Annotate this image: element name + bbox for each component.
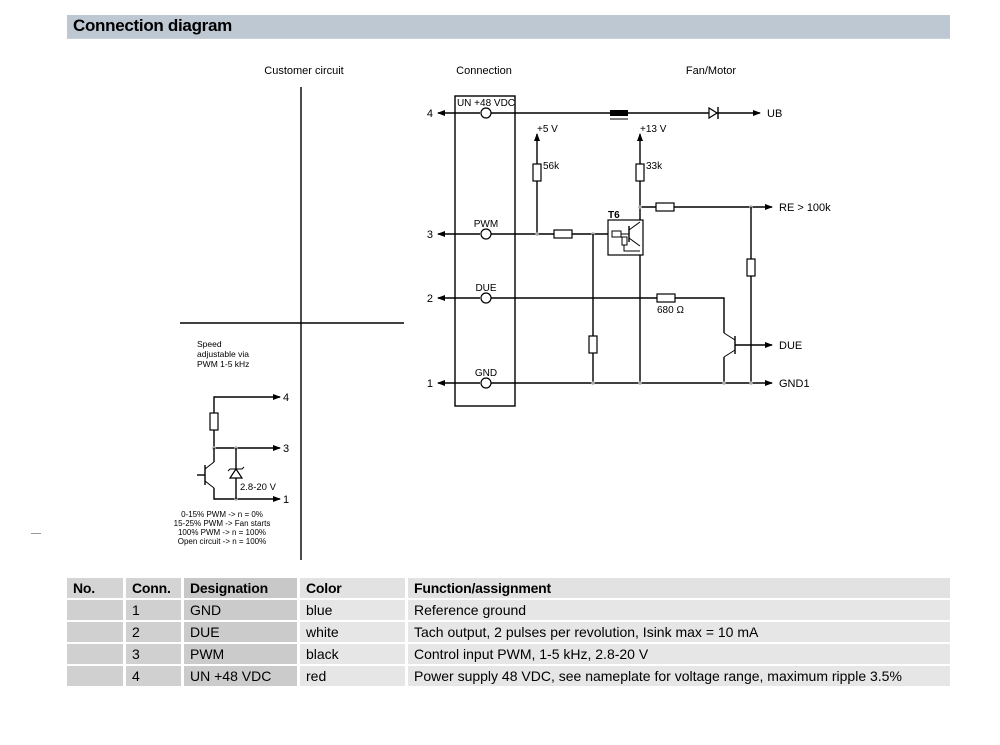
cell-designation: PWM bbox=[181, 644, 297, 664]
pin-2-name: DUE bbox=[475, 283, 496, 294]
cell-function: Reference ground bbox=[405, 600, 950, 620]
cell-conn: 1 bbox=[123, 600, 181, 620]
table-row: 1 GND blue Reference ground bbox=[67, 600, 950, 620]
table-row: 3 PWM black Control input PWM, 1-5 kHz, … bbox=[67, 644, 950, 664]
resistor-pwm-series bbox=[553, 229, 573, 239]
cell-color: red bbox=[297, 666, 405, 686]
stray-mark bbox=[31, 533, 41, 534]
cell-no bbox=[67, 666, 123, 686]
pwm-note-3: 100% PWM -> n = 100% bbox=[178, 528, 266, 537]
cell-designation: GND bbox=[181, 600, 297, 620]
pin-3-number: 3 bbox=[427, 229, 433, 241]
table-row: 4 UN +48 VDC red Power supply 48 VDC, se… bbox=[67, 666, 950, 686]
label-plus5v: +5 V bbox=[537, 124, 558, 135]
header-no: No. bbox=[67, 578, 123, 598]
output-ub: UB bbox=[767, 108, 782, 120]
pwm-note-1: 0-15% PWM -> n = 0% bbox=[181, 510, 263, 519]
resistor-re-pulldown bbox=[746, 258, 756, 277]
transistor-due-icon bbox=[723, 332, 736, 383]
cell-conn: 2 bbox=[123, 622, 181, 642]
label-t6: T6 bbox=[608, 210, 620, 221]
header-conn: Conn. bbox=[123, 578, 181, 598]
cell-no bbox=[67, 600, 123, 620]
label-plus13v: +13 V bbox=[640, 124, 667, 135]
cell-color: white bbox=[297, 622, 405, 642]
output-due: DUE bbox=[779, 340, 802, 352]
section-title-bar: Connection diagram bbox=[67, 15, 950, 39]
cell-designation: UN +48 VDC bbox=[181, 666, 297, 686]
pwm-note-2: 15-25% PWM -> Fan starts bbox=[174, 519, 271, 528]
zener-diode-icon bbox=[227, 466, 245, 479]
speed-note-line-3: PWM 1-5 kHz bbox=[197, 359, 249, 369]
label-customer-circuit: Customer circuit bbox=[264, 65, 343, 77]
connector-box bbox=[454, 95, 516, 407]
pin-1-number: 1 bbox=[427, 378, 433, 390]
label-33k: 33k bbox=[646, 161, 663, 172]
table-header-row: No. Conn. Designation Color Function/ass… bbox=[67, 578, 950, 598]
cell-function: Control input PWM, 1-5 kHz, 2.8-20 V bbox=[405, 644, 950, 664]
cell-no bbox=[67, 622, 123, 642]
cell-no bbox=[67, 644, 123, 664]
section-title: Connection diagram bbox=[73, 16, 232, 35]
label-fan-motor: Fan/Motor bbox=[686, 65, 736, 77]
resistor-680 bbox=[656, 293, 676, 303]
customer-pin-3: 3 bbox=[283, 443, 289, 455]
label-56k: 56k bbox=[543, 161, 560, 172]
resistor-56k bbox=[532, 163, 542, 182]
pin-3-name: PWM bbox=[474, 219, 498, 230]
resistor-pwm-pulldown bbox=[588, 335, 598, 354]
label-680: 680 Ω bbox=[657, 305, 684, 316]
pwm-note-4: Open circuit -> n = 100% bbox=[178, 537, 267, 546]
header-designation: Designation bbox=[181, 578, 297, 598]
cell-function: Tach output, 2 pulses per revolution, Is… bbox=[405, 622, 950, 642]
header-function: Function/assignment bbox=[405, 578, 950, 598]
cell-color: blue bbox=[297, 600, 405, 620]
cell-designation: DUE bbox=[181, 622, 297, 642]
output-gnd1: GND1 bbox=[779, 378, 810, 390]
pin-4-number: 4 bbox=[427, 108, 433, 120]
cell-function: Power supply 48 VDC, see nameplate for v… bbox=[405, 666, 950, 686]
customer-pin-1: 1 bbox=[283, 494, 289, 506]
cell-conn: 4 bbox=[123, 666, 181, 686]
pin-1-terminal bbox=[480, 377, 492, 389]
pin-assignment-table: No. Conn. Designation Color Function/ass… bbox=[67, 576, 950, 688]
resistor-33k bbox=[635, 163, 645, 182]
pin-4-name: UN +48 VDC bbox=[457, 98, 515, 109]
label-connection: Connection bbox=[456, 65, 512, 77]
connection-diagram: Customer circuit Connection Fan/Motor 4 … bbox=[174, 65, 831, 560]
resistor-re bbox=[655, 202, 675, 212]
cell-conn: 3 bbox=[123, 644, 181, 664]
customer-circuit bbox=[197, 394, 281, 502]
pin-4-terminal bbox=[480, 107, 492, 119]
speed-note-line-1: Speed bbox=[197, 339, 222, 349]
pin-3-terminal bbox=[480, 228, 492, 240]
pin-2-number: 2 bbox=[427, 293, 433, 305]
table-row: 2 DUE white Tach output, 2 pulses per re… bbox=[67, 622, 950, 642]
customer-pin-4: 4 bbox=[283, 392, 289, 404]
output-re: RE > 100k bbox=[779, 202, 831, 214]
speed-note-line-2: adjustable via bbox=[197, 349, 249, 359]
transistor-t6-icon bbox=[607, 219, 644, 256]
header-color: Color bbox=[297, 578, 405, 598]
customer-pullup-resistor bbox=[209, 412, 219, 431]
diode-icon bbox=[708, 106, 719, 120]
pin-2-terminal bbox=[480, 292, 492, 304]
cell-color: black bbox=[297, 644, 405, 664]
inductor-icon bbox=[610, 110, 628, 120]
zener-voltage-label: 2.8-20 V bbox=[240, 482, 277, 493]
pin-1-name: GND bbox=[475, 368, 497, 379]
